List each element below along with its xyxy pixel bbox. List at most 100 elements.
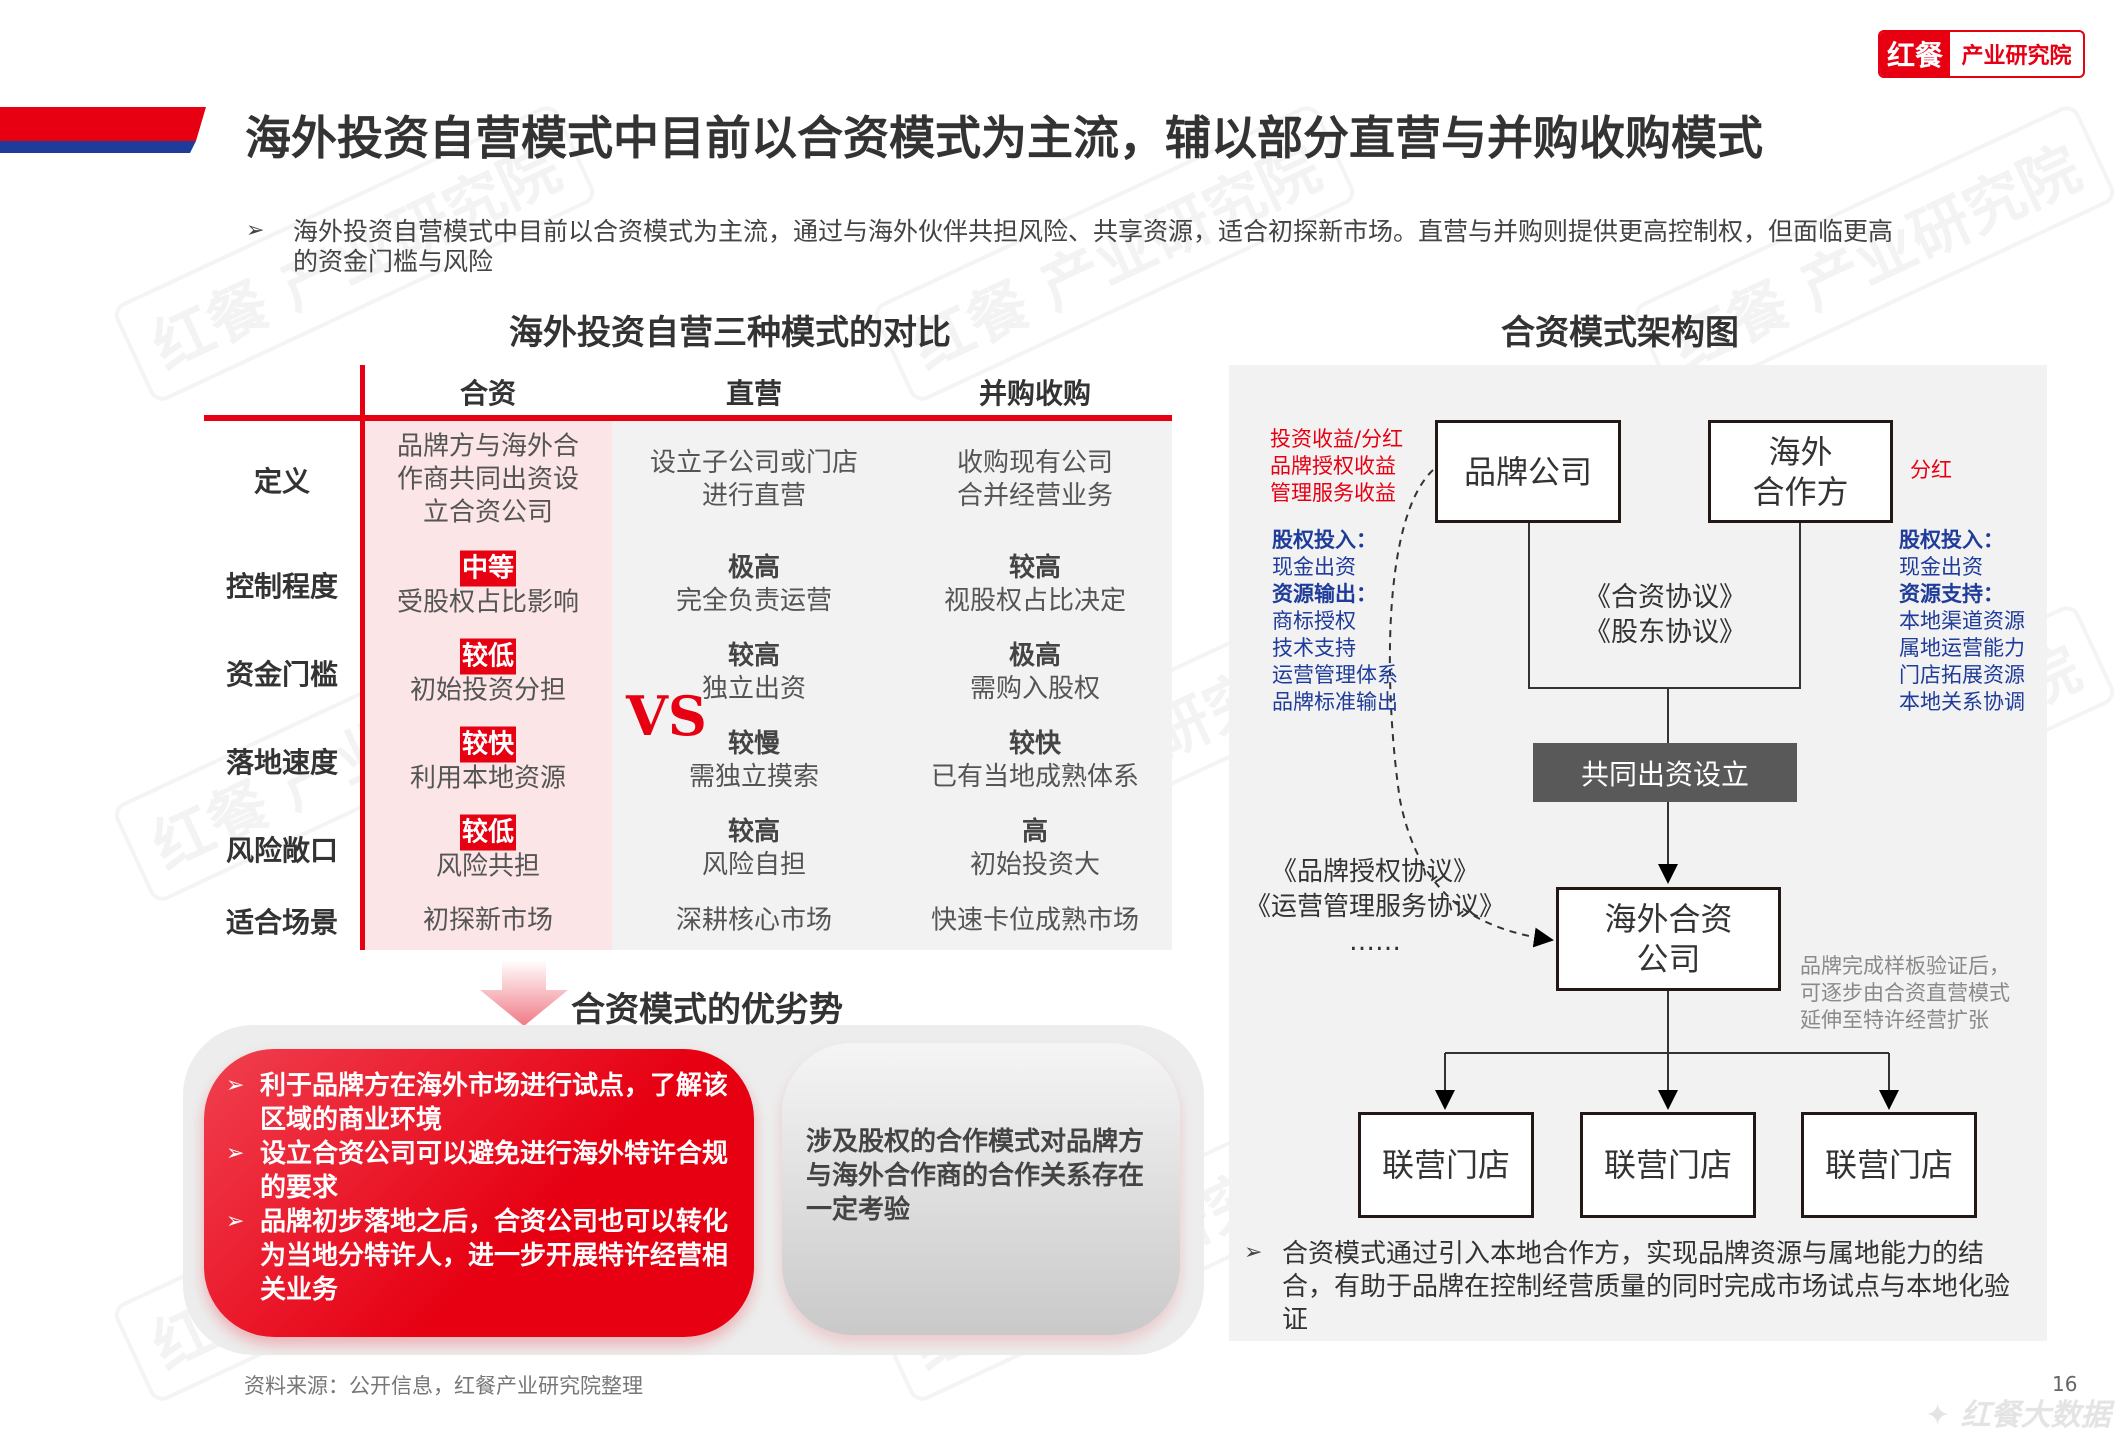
bullet-arrow-icon: ➢: [246, 218, 265, 243]
logo-text: 产业研究院: [1961, 44, 2072, 69]
cell-text: 快速卡位成熟市场: [930, 905, 1140, 936]
pros-box: ➢ 利于品牌方在海外市场进行试点，了解该区域的商业环境➢设立合资公司可以避免进行海…: [204, 1049, 754, 1337]
note-line: 延伸至特许经营扩张: [1800, 1008, 1989, 1032]
table-cell: 较低初始投资分担: [409, 638, 567, 708]
table-cell: 较高独立出资: [702, 640, 806, 706]
table-cell: 较低风险共担: [435, 814, 541, 884]
input-heading: 股权投入：: [1899, 528, 2004, 552]
header-direct: 直营: [725, 377, 783, 410]
input-item: 本地渠道资源: [1899, 609, 2025, 633]
cell-text: 需购入股权: [969, 674, 1101, 704]
table-cell: 中等受股权占比影响: [397, 550, 579, 620]
note-line: 品牌完成样板验证后，: [1800, 954, 2010, 978]
cell-rating: 较快: [459, 726, 517, 763]
bullet-arrow-icon: ➢: [226, 1073, 245, 1098]
store-box: 联营门店: [1358, 1112, 1534, 1218]
cell-rating: 较低: [459, 814, 517, 851]
other-columns-bg: [612, 421, 1172, 950]
cell-text: 设立子公司或门店 进行直营: [649, 448, 859, 511]
overseas-jv-box: 海外合资 公司: [1556, 887, 1781, 991]
pro-item: ➢设立合资公司可以避免进行海外特许合规的要求: [226, 1137, 731, 1205]
joint-investment-box: 共同出资设立: [1533, 743, 1797, 802]
partner-income: 分红: [1910, 458, 1952, 482]
cell-rating: 较低: [459, 638, 517, 675]
agreement-item: 《运营管理服务协议》: [1244, 892, 1506, 922]
table-cell: 初探新市场: [423, 905, 553, 938]
cell-rating: 高: [1021, 817, 1049, 847]
jv-agreements: 《合资协议》 《股东协议》: [1584, 580, 1746, 650]
vs-label: VS: [626, 684, 707, 748]
agreement-item: 《合资协议》: [1584, 582, 1746, 613]
input-item: 现金出资: [1899, 555, 1983, 579]
agreement-ellipsis: ……: [1348, 927, 1401, 957]
diagram-conclusion: 合资模式通过引入本地合作方，实现品牌资源与属地能力的结合，有助于品牌在控制经营质…: [1282, 1239, 2011, 1335]
cell-text: 收购现有公司 合并经营业务: [956, 448, 1114, 511]
table-cell: 设立子公司或门店 进行直营: [650, 447, 858, 513]
cons-text: 涉及股权的合作模式对品牌方与海外合作商的合作关系存在一定考验: [806, 1127, 1145, 1225]
cell-text: 初始投资分担: [409, 675, 567, 706]
row-label: 定义: [253, 465, 311, 498]
row-label: 控制程度: [225, 570, 339, 603]
cell-text: 风险自担: [701, 850, 807, 880]
table-cell: 较快利用本地资源: [409, 726, 567, 796]
brand-income-item: 品牌授权收益: [1270, 454, 1396, 478]
input-item: 门店拓展资源: [1899, 663, 2025, 687]
brand-income-item: 管理服务收益: [1270, 481, 1396, 505]
input-item: 本地关系协调: [1899, 690, 2025, 714]
table-cell: 高初始投资大: [970, 816, 1100, 882]
cell-text: 已有当地成熟体系: [930, 762, 1140, 792]
table-cell: 快速卡位成熟市场: [931, 905, 1139, 938]
row-label: 落地速度: [225, 746, 339, 779]
cell-text: 品牌方与海外合 作商共同出资设 立合资公司: [396, 431, 580, 528]
brand-income-item: 投资收益/分红: [1270, 427, 1404, 451]
input-item: 商标授权: [1272, 609, 1356, 633]
title-banner-shape: [0, 107, 206, 153]
note-line: 可逐步由合资直营模式: [1800, 981, 2010, 1005]
cell-text: 利用本地资源: [409, 763, 567, 794]
page-number: 16: [2052, 1372, 2078, 1396]
table-cell: 品牌方与海外合 作商共同出资设 立合资公司: [397, 431, 579, 530]
cell-rating: 较高: [1008, 553, 1062, 583]
row-label: 风险敞口: [225, 834, 339, 867]
input-item: 属地运营能力: [1899, 636, 2025, 660]
agreement-item: 《股东协议》: [1584, 617, 1746, 648]
input-item: 运营管理体系: [1272, 663, 1398, 687]
cell-rating: 中等: [459, 550, 517, 587]
bullet-arrow-icon: ➢: [226, 1209, 245, 1234]
input-heading: 股权投入：: [1272, 528, 1377, 552]
table-header-rule: [204, 415, 1172, 421]
row-label: 适合场景: [225, 906, 339, 939]
brand-agreements: 《品牌授权协议》 《运营管理服务协议》 ……: [1245, 855, 1505, 960]
pro-text: 品牌初步落地之后，合资公司也可以转化为当地分特许人，进一步开展特许经营相关业务: [260, 1207, 729, 1305]
table-cell: 较快已有当地成熟体系: [931, 728, 1139, 794]
comparison-title: 海外投资自营三种模式的对比: [509, 313, 951, 353]
pros-cons-title: 合资模式的优劣势: [571, 990, 843, 1030]
header-ma: 并购收购: [978, 377, 1092, 410]
table-cell: 极高完全负责运营: [676, 552, 832, 618]
cell-rating: 较慢: [727, 729, 781, 759]
cell-rating: 极高: [727, 553, 781, 583]
cell-text: 深耕核心市场: [675, 905, 833, 936]
cell-text: 风险共担: [435, 851, 541, 882]
table-cell: 较高视股权占比决定: [944, 552, 1126, 618]
pro-item: ➢ 利于品牌方在海外市场进行试点，了解该区域的商业环境: [226, 1069, 731, 1137]
jv-note: 品牌完成样板验证后， 可逐步由合资直营模式 延伸至特许经营扩张: [1800, 953, 2010, 1034]
table-cell: 深耕核心市场: [676, 905, 832, 938]
row-label: 资金门槛: [225, 658, 339, 691]
table-cell: 收购现有公司 合并经营业务: [957, 447, 1113, 513]
bullet-arrow-icon: ➢: [226, 1141, 245, 1166]
table-cell: 极高需购入股权: [970, 640, 1100, 706]
cell-text: 初始投资大: [969, 850, 1101, 880]
input-item: 技术支持: [1272, 636, 1356, 660]
intro-text: 海外投资自营模式中目前以合资模式为主流，通过与海外伙伴共担风险、共享资源，适合初…: [293, 217, 1894, 276]
table-cell: 较高风险自担: [702, 816, 806, 882]
source-note: 资料来源：公开信息，红餐产业研究院整理: [244, 1374, 643, 1398]
pro-item: ➢ 品牌初步落地之后，合资公司也可以转化为当地分特许人，进一步开展特许经营相关业务: [226, 1205, 731, 1307]
header-jv: 合资: [459, 377, 517, 410]
diagram-title: 合资模式架构图: [1501, 313, 1739, 353]
footer-watermark-logo: ✦ 红餐大数据: [1925, 1398, 2111, 1433]
bullet-arrow-icon: ➢: [1244, 1240, 1263, 1265]
store-box: 联营门店: [1801, 1112, 1977, 1218]
cell-rating: 较快: [1008, 729, 1062, 759]
pro-text: 利于品牌方在海外市场进行试点，了解该区域的商业环境: [260, 1071, 729, 1135]
